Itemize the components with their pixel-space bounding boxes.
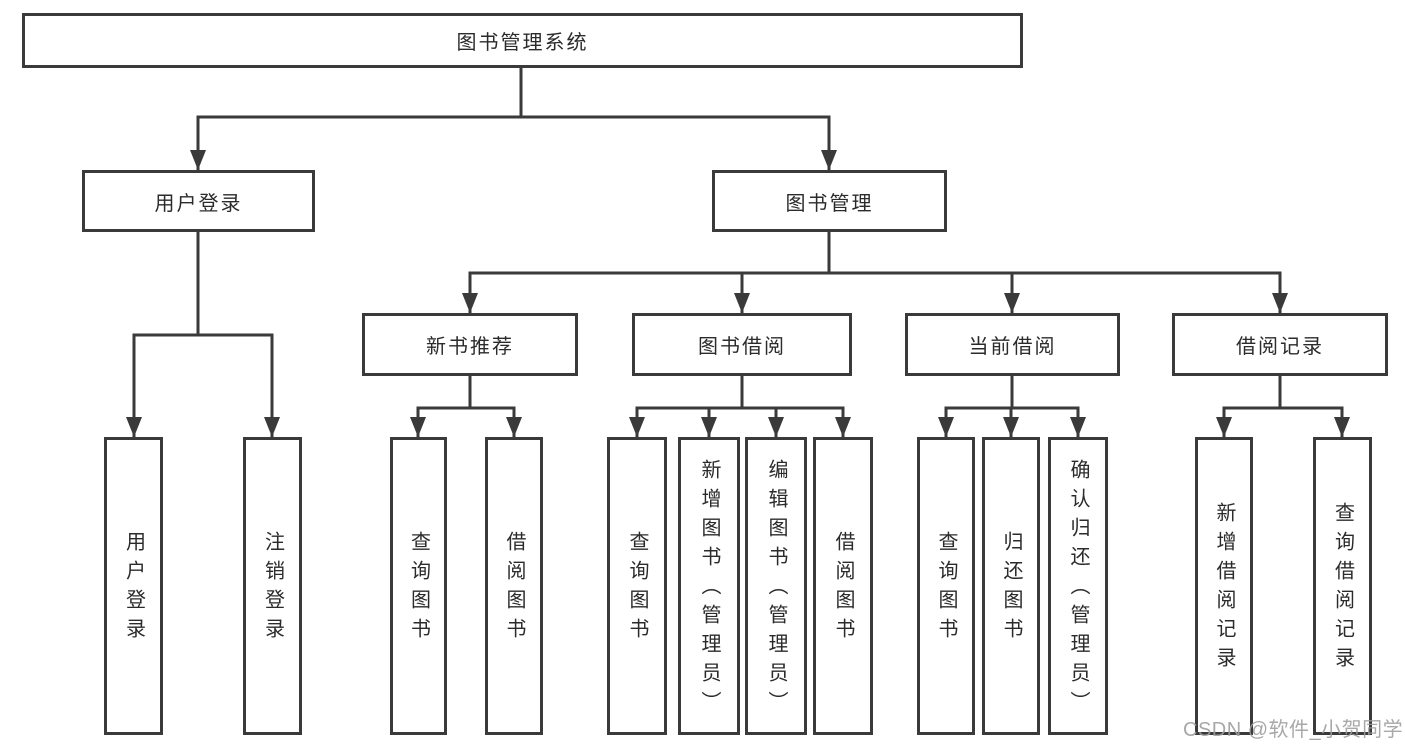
node-new-book-recommend: 新书推荐	[362, 313, 578, 376]
leaf-query-borrow-record: 查询借阅记录	[1313, 437, 1372, 735]
leaf-logout: 注销登录	[243, 437, 302, 735]
node-user-login-branch: 用户登录	[82, 170, 315, 232]
node-borrow-records: 借阅记录	[1172, 313, 1388, 376]
leaf-recommend-borrow-books: 借阅图书	[485, 437, 543, 735]
leaf-add-borrow-record: 新增借阅记录	[1195, 437, 1253, 735]
leaf-user-login: 用户登录	[104, 437, 163, 735]
leaf-return-books: 归还图书	[982, 437, 1040, 735]
node-book-management-branch: 图书管理	[712, 170, 947, 232]
leaf-recommend-query-books: 查询图书	[390, 437, 447, 735]
leaf-current-query-books: 查询图书	[917, 437, 975, 735]
node-book-borrow: 图书借阅	[632, 313, 852, 376]
leaf-borrow-query-books: 查询图书	[607, 437, 667, 735]
leaf-borrow-books: 借阅图书	[813, 437, 873, 735]
watermark: CSDN @软件_小贺同学	[1183, 719, 1404, 741]
leaf-add-books-admin: 新增图书（管理员）	[678, 437, 740, 735]
connector-path	[132, 68, 1344, 437]
leaf-confirm-return-admin: 确认归还（管理员）	[1048, 437, 1108, 735]
leaf-edit-books-admin: 编辑图书（管理员）	[745, 437, 807, 735]
node-root-system: 图书管理系统	[22, 13, 1023, 68]
node-current-borrow: 当前借阅	[905, 313, 1120, 376]
